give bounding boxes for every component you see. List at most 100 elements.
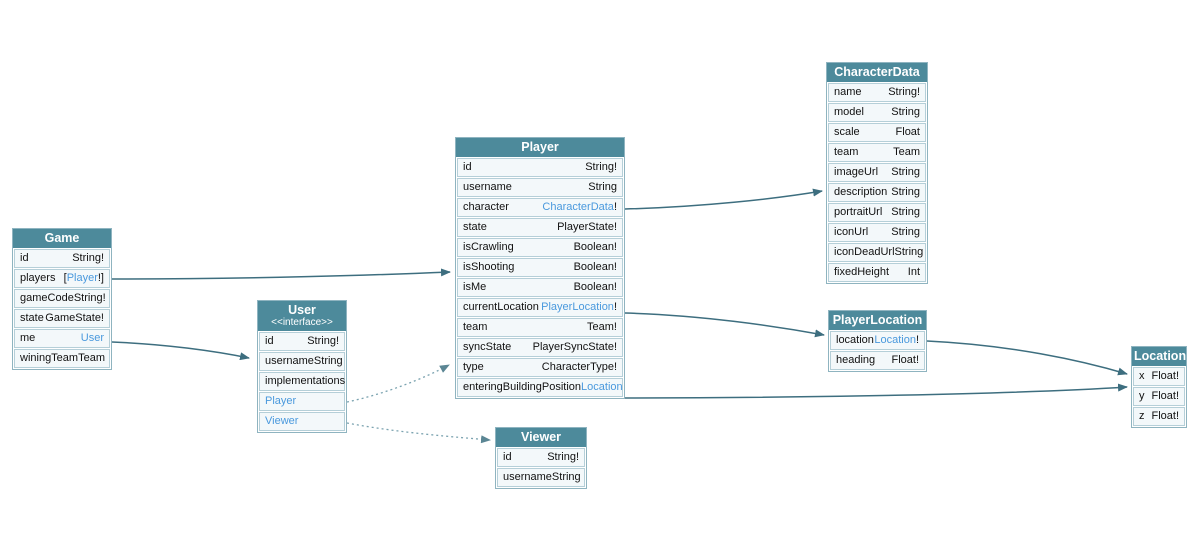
field-player-team[interactable]: team Team!: [457, 318, 623, 337]
field-characterdata-iconurl[interactable]: iconUrl String: [828, 223, 926, 242]
field-user-viewer[interactable]: Viewer: [259, 412, 345, 431]
node-playerlocation[interactable]: PlayerLocation location Location! headin…: [828, 310, 927, 372]
field-player-isme[interactable]: isMe Boolean!: [457, 278, 623, 297]
node-characterdata-header[interactable]: CharacterData: [827, 63, 927, 82]
type-link[interactable]: User: [80, 332, 104, 344]
field-name: gameCode: [20, 292, 74, 304]
node-user[interactable]: User <<interface>> id String! username S…: [257, 300, 347, 433]
type-link[interactable]: PlayerLocation: [541, 301, 614, 313]
field-player-enteringbuildingposition[interactable]: enteringBuildingPosition Location: [457, 378, 623, 397]
type-text: Int: [907, 266, 920, 278]
field-name: x: [1139, 370, 1145, 382]
field-player-currentlocation[interactable]: currentLocation PlayerLocation!: [457, 298, 623, 317]
field-type: CharacterType!: [542, 359, 617, 376]
type-text: CharacterType!: [541, 361, 617, 373]
field-location-z[interactable]: z Float!: [1133, 407, 1185, 426]
node-game-header[interactable]: Game: [13, 229, 111, 248]
field-name: team: [463, 321, 488, 333]
field-characterdata-description[interactable]: description String: [828, 183, 926, 202]
type-link[interactable]: Location: [874, 334, 916, 346]
field-characterdata-portraiturl[interactable]: portraitUrl String: [828, 203, 926, 222]
type-text: [: [63, 272, 67, 284]
field-player-iscrawling[interactable]: isCrawling Boolean!: [457, 238, 623, 257]
field-location-x[interactable]: x Float!: [1133, 367, 1185, 386]
field-name: heading: [836, 354, 876, 366]
node-title: Location: [1134, 349, 1187, 363]
node-player[interactable]: Player id String! username String charac…: [455, 137, 625, 399]
type-text: String!: [307, 335, 339, 347]
type-text: String!: [547, 451, 579, 463]
field-name: syncState: [463, 341, 512, 353]
field-user-player[interactable]: Player: [259, 392, 345, 411]
field-playerlocation-heading[interactable]: heading Float!: [830, 351, 925, 370]
node-player-header[interactable]: Player: [456, 138, 624, 157]
field-game-gamecode[interactable]: gameCode String!: [14, 289, 110, 308]
type-text: PlayerSyncState!: [532, 341, 617, 353]
node-viewer[interactable]: Viewer id String! username String: [495, 427, 587, 489]
field-game-me[interactable]: me User: [14, 329, 110, 348]
field-type: Team!: [587, 319, 617, 336]
type-link[interactable]: Location: [581, 381, 623, 393]
field-game-players[interactable]: players [Player!]: [14, 269, 110, 288]
type-text: String: [891, 226, 920, 238]
field-name: username: [265, 355, 314, 367]
field-characterdata-imageurl[interactable]: imageUrl String: [828, 163, 926, 182]
node-viewer-header[interactable]: Viewer: [496, 428, 586, 447]
node-characterdata[interactable]: CharacterData name String! model String …: [826, 62, 928, 284]
field-type: GameState!: [45, 310, 104, 327]
field-player-syncstate[interactable]: syncState PlayerSyncState!: [457, 338, 623, 357]
field-characterdata-name[interactable]: name String!: [828, 83, 926, 102]
field-type: Location!: [874, 332, 919, 349]
type-link[interactable]: CharacterData: [542, 201, 614, 213]
field-characterdata-icondeadurl[interactable]: iconDeadUrl String: [828, 243, 926, 262]
type-text: Boolean!: [573, 261, 617, 273]
node-playerlocation-header[interactable]: PlayerLocation: [829, 311, 926, 330]
edge-game-me-to-user: [111, 341, 250, 361]
field-user-username[interactable]: username String: [259, 352, 345, 371]
field-game-id[interactable]: id String!: [14, 249, 110, 268]
field-player-isshooting[interactable]: isShooting Boolean!: [457, 258, 623, 277]
field-name: id: [503, 451, 512, 463]
field-user-implementations[interactable]: implementations: [259, 372, 345, 391]
field-game-state[interactable]: state GameState!: [14, 309, 110, 328]
field-player-id[interactable]: id String!: [457, 158, 623, 177]
field-name: scale: [834, 126, 860, 138]
field-user-id[interactable]: id String!: [259, 332, 345, 351]
field-characterdata-fixedheight[interactable]: fixedHeight Int: [828, 263, 926, 282]
node-user-header[interactable]: User <<interface>>: [258, 301, 346, 331]
field-game-winingteam[interactable]: winingTeam Team: [14, 349, 110, 368]
field-type: String!: [74, 290, 106, 307]
field-type: Int: [908, 264, 920, 281]
type-text: Float!: [891, 354, 919, 366]
field-characterdata-team[interactable]: team Team: [828, 143, 926, 162]
node-rows: id String! players [Player!] gameCode St…: [13, 249, 111, 368]
field-playerlocation-location[interactable]: location Location!: [830, 331, 925, 350]
field-name: state: [20, 312, 44, 324]
field-name: winingTeam: [20, 352, 79, 364]
edge-game-players-to-player: [111, 268, 451, 280]
field-player-username[interactable]: username String: [457, 178, 623, 197]
type-text: String: [894, 246, 924, 258]
node-title: PlayerLocation: [832, 313, 923, 327]
field-viewer-id[interactable]: id String!: [497, 448, 585, 467]
type-text: String: [313, 355, 343, 367]
field-viewer-username[interactable]: username String: [497, 468, 585, 487]
node-location-header[interactable]: Location: [1132, 347, 1186, 366]
field-player-character[interactable]: character CharacterData!: [457, 198, 623, 217]
field-name: enteringBuildingPosition: [463, 381, 582, 393]
field-name: location: [836, 334, 874, 346]
field-location-y[interactable]: y Float!: [1133, 387, 1185, 406]
type-text: String!: [73, 292, 106, 304]
field-player-state[interactable]: state PlayerState!: [457, 218, 623, 237]
field-player-type[interactable]: type CharacterType!: [457, 358, 623, 377]
type-text: PlayerState!: [557, 221, 617, 233]
field-characterdata-model[interactable]: model String: [828, 103, 926, 122]
type-text: !: [613, 301, 617, 313]
field-characterdata-scale[interactable]: scale Float: [828, 123, 926, 142]
field-name: iconUrl: [834, 226, 869, 238]
node-game[interactable]: Game id String! players [Player!] gameCo…: [12, 228, 112, 370]
node-location[interactable]: Location x Float! y Float! z Float!: [1131, 346, 1187, 428]
type-link[interactable]: Player: [66, 272, 98, 284]
field-name: state: [463, 221, 487, 233]
